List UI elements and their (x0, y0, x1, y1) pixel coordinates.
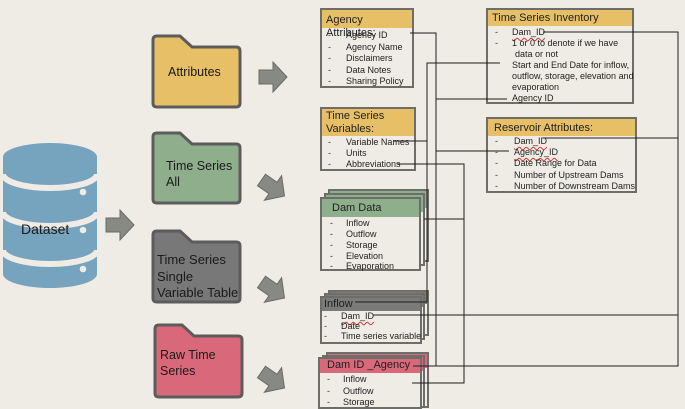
list-item: Time series variable (341, 331, 422, 341)
bullet-dash: - (495, 158, 498, 168)
list-item: Dam_ID (514, 136, 548, 146)
time-series-inventory-table: Time Series Inventory - Dam_ID - 1 or 0 … (486, 8, 634, 104)
database-cylinder-icon (0, 143, 100, 288)
folder-label-line: Series (160, 364, 196, 378)
list-item: Number of Upstream Dams (514, 170, 624, 180)
folder-label-line: Raw Time (160, 348, 216, 362)
list-item: data or not (515, 49, 559, 59)
folder-label-line: Time Series (166, 159, 233, 173)
list-item: Start and End Date for inflow, (512, 60, 630, 70)
list-item: 1 or 0 to denote if we have (512, 38, 619, 48)
bullet-dash: - (330, 251, 333, 261)
table-header: Dam ID _Agency (320, 359, 420, 373)
bullet-dash: - (330, 218, 333, 228)
bullet-dash: - (328, 137, 331, 147)
folder-raw-time-series-icon[interactable] (153, 323, 244, 399)
table-header: Time Series Variables: (322, 109, 414, 136)
folder-label-line: Time Series (157, 252, 226, 267)
list-item: Inflow (343, 374, 367, 384)
folder-time-series-all-label[interactable]: Time Series All (166, 158, 232, 190)
inflow-table: Inflow - Dam_ID - Date - Time series var… (320, 296, 422, 344)
dataset-label: Dataset (21, 221, 70, 237)
bullet-dash: - (328, 159, 331, 169)
list-item: Units (346, 148, 367, 158)
folder-attributes-label[interactable]: Attributes (168, 64, 221, 80)
arrow-down-right-icon (256, 365, 286, 394)
bullet-dash: - (495, 136, 498, 146)
time-series-variables-table: Time Series Variables: - Variable Names … (320, 107, 416, 171)
table-header: Reservoir Attributes: (488, 119, 635, 136)
bullet-dash: - (495, 38, 498, 48)
bullet-dash: - (324, 331, 327, 341)
bullet-dash: - (328, 42, 331, 52)
list-item: Agency ID (512, 93, 554, 103)
arrow-down-right-icon (256, 275, 286, 304)
list-item: Agency ID (346, 30, 388, 40)
folder-label-line: Single (157, 268, 194, 284)
table-header: Time Series Inventory (488, 10, 632, 26)
list-item: Data Notes (346, 65, 392, 75)
reservoir-attributes-table: Reservoir Attributes: - Dam_ID - Agency_… (486, 117, 637, 193)
folder-label-line: Variable Table (157, 285, 239, 300)
bullet-dash: - (327, 397, 330, 407)
dam-data-table: Dam Data - Inflow - Outflow - Storage - … (320, 197, 421, 271)
table-header: Dam Data (322, 199, 419, 217)
folder-raw-time-series-label[interactable]: Raw Time Series (160, 347, 216, 379)
folder-time-series-single-label[interactable]: Time Series Single Variable Table (157, 252, 238, 302)
list-item: Abbreviations (346, 159, 401, 169)
arrow-right-icon (105, 208, 135, 242)
bullet-dash: - (328, 76, 331, 86)
list-item: Inflow (346, 218, 370, 228)
bullet-dash: - (495, 181, 498, 191)
list-item: evaporation (512, 82, 560, 92)
folder-label-line: Attributes (168, 65, 221, 79)
list-item: Disclaimers (346, 53, 393, 63)
list-item: Variable Names (346, 137, 410, 147)
arrow-down-right-icon (256, 173, 286, 202)
table-header: Inflow (322, 298, 420, 311)
header-line: Time Series (326, 110, 385, 122)
list-item: Evaporation (346, 261, 395, 271)
bullet-dash: - (328, 53, 331, 63)
list-item: Outflow (343, 386, 374, 396)
bullet-dash: - (495, 27, 498, 37)
list-item: Sharing Policy (346, 76, 404, 86)
list-item: Dam_ID (341, 311, 375, 321)
folder-time-series-all-icon[interactable] (151, 131, 242, 205)
bullet-dash: - (328, 30, 331, 40)
header-line: Variables: (326, 123, 375, 135)
agency-attributes-table: Agency Attributes: - Agency ID - Agency … (320, 8, 414, 88)
list-item: Storage (343, 397, 375, 407)
cylinder-dot (79, 188, 87, 196)
list-item: Agency_ID (514, 147, 559, 157)
list-item: Storage (346, 240, 378, 250)
bullet-dash: - (330, 240, 333, 250)
list-item: Number of Downstream Dams (514, 181, 636, 191)
cylinder-dot (79, 265, 87, 273)
bullet-dash: - (495, 170, 498, 180)
bullet-dash: - (324, 311, 327, 321)
arrow-right-icon (258, 60, 288, 94)
bullet-dash: - (330, 229, 333, 239)
folder-time-series-single-icon[interactable] (151, 229, 242, 304)
bullet-dash: - (328, 65, 331, 75)
bullet-dash: - (327, 386, 330, 396)
bullet-dash: - (328, 148, 331, 158)
bullet-dash: - (495, 147, 498, 157)
list-item: outflow, storage, elevation and (512, 71, 634, 81)
table-header: Agency Attributes: (322, 10, 412, 39)
cylinder-dot (79, 226, 87, 234)
list-item: Agency Name (346, 42, 403, 52)
list-item: Date (341, 321, 361, 331)
folder-attributes-icon[interactable] (151, 34, 242, 109)
bullet-dash: - (324, 321, 327, 331)
bullet-dash: - (330, 261, 333, 271)
list-item: Date Range for Data (514, 158, 597, 168)
dam-id-agency-table: Dam ID _Agency - Inflow - Outflow - Stor… (318, 357, 422, 409)
list-item: Dam_ID (512, 27, 546, 37)
list-item: Outflow (346, 229, 377, 239)
folder-label-line: All (166, 175, 180, 189)
bullet-dash: - (327, 374, 330, 384)
